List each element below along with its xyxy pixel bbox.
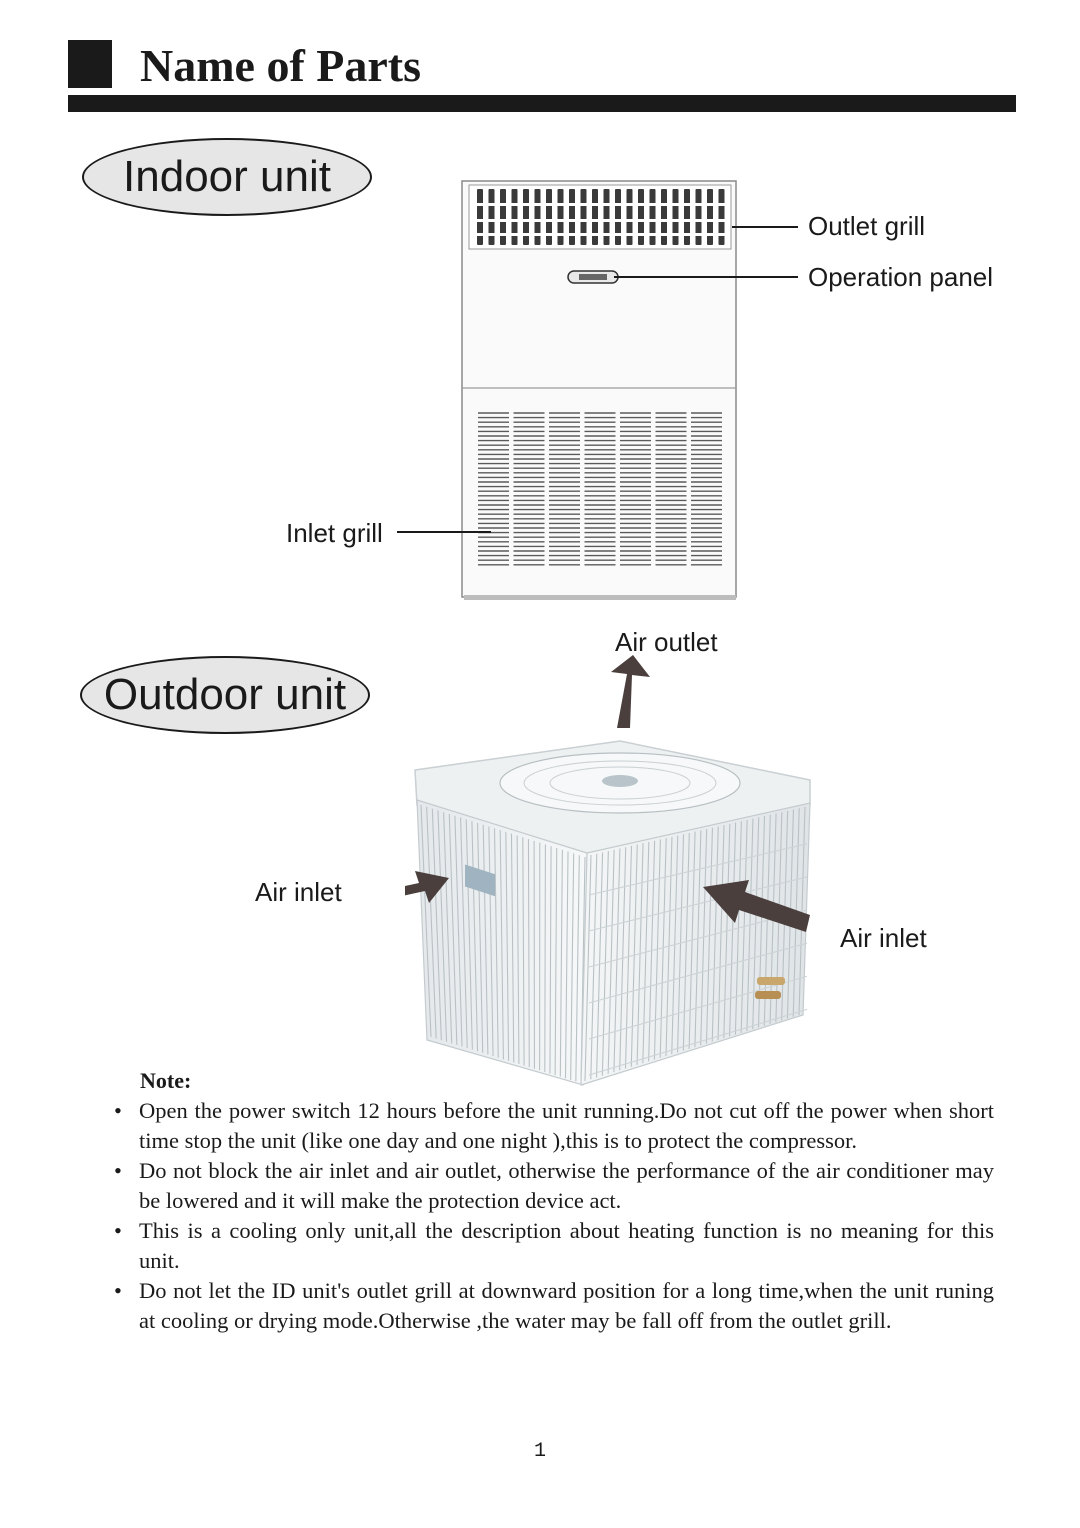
- bullet-icon: •: [114, 1218, 122, 1243]
- bullet-icon: •: [114, 1098, 122, 1123]
- air-inlet-left-label: Air inlet: [255, 877, 342, 907]
- note-text: This is a cooling only unit,all the desc…: [139, 1218, 994, 1273]
- indoor-unit-heading: Indoor unit: [82, 138, 372, 216]
- note-text: Do not block the air inlet and air outle…: [139, 1158, 994, 1213]
- page-title: Name of Parts: [140, 40, 422, 91]
- indoor-unit-illustration: [461, 180, 737, 600]
- outlet-grill-leader: [732, 226, 798, 228]
- air-inlet-right-label: Air inlet: [840, 923, 927, 953]
- note-item: • This is a cooling only unit,all the de…: [114, 1216, 994, 1276]
- air-inlet-right-arrow: [703, 880, 810, 932]
- note-text: Do not let the ID unit's outlet grill at…: [139, 1278, 994, 1333]
- inlet-grill-leader: [397, 531, 491, 533]
- note-item: • Do not let the ID unit's outlet grill …: [114, 1276, 994, 1336]
- outdoor-unit-heading: Outdoor unit: [80, 656, 370, 734]
- bullet-icon: •: [114, 1278, 122, 1303]
- outdoor-unit-heading-text: Outdoor unit: [103, 670, 347, 719]
- air-outlet-label: Air outlet: [615, 627, 718, 657]
- indoor-unit-heading-text: Indoor unit: [123, 152, 331, 201]
- page-number: 1: [533, 1440, 546, 1463]
- header-rule: [68, 95, 1016, 112]
- note-item: • Do not block the air inlet and air out…: [114, 1156, 994, 1216]
- notes-list: • Open the power switch 12 hours before …: [114, 1096, 994, 1336]
- header-square-marker: [68, 40, 112, 88]
- outdoor-unit-illustration: [405, 655, 811, 1086]
- operation-panel-label: Operation panel: [808, 262, 994, 292]
- note-title: Note:: [140, 1068, 192, 1093]
- note-item: • Open the power switch 12 hours before …: [114, 1096, 994, 1156]
- operation-panel-leader: [614, 276, 798, 278]
- outlet-grill-label: Outlet grill: [808, 211, 926, 241]
- bullet-icon: •: [114, 1158, 122, 1183]
- inlet-grill-label: Inlet grill: [286, 518, 383, 548]
- air-outlet-arrow: [611, 655, 650, 728]
- note-text: Open the power switch 12 hours before th…: [139, 1098, 994, 1153]
- air-inlet-left-arrow: [405, 871, 449, 903]
